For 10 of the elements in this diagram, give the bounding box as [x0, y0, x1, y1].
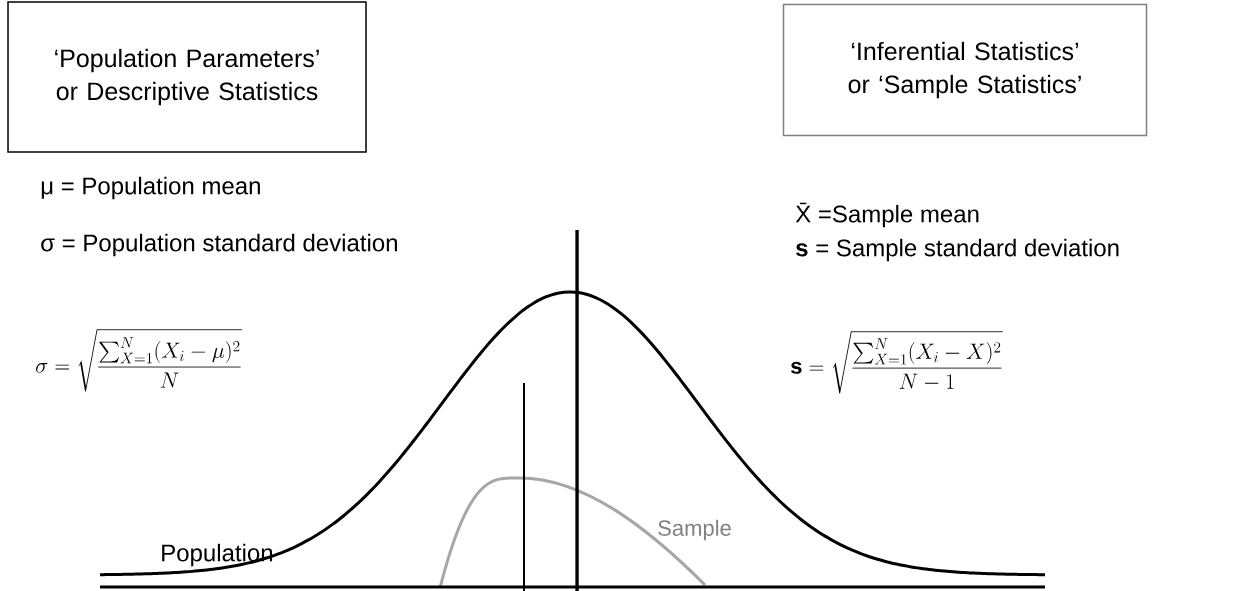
definition-text: s = Sample standard deviation — [796, 238, 1119, 262]
definition-text: σ = Population standard deviation — [41, 233, 397, 257]
curve-label: Population — [162, 543, 273, 567]
formula: $\mathbf{s} = \sqrt{\frac{\sum_{X=1}^{N}(X_i-X)^2}{N-1}}$ — [791, 331, 1003, 394]
formula: $\sigma = \sqrt{\frac{\sum_{X=1}^{N}(X_i-\mu)^2}{N}}$ — [36, 329, 242, 392]
title-box: ‘Population Parameters’ or Descriptive Statistics — [7, 1, 367, 153]
definition-text: X̄ =Sample mean — [795, 202, 979, 228]
title-box: ‘Inferential Statistics’ or ‘Sample Statistics’ — [782, 3, 1148, 137]
definition-text: μ = Population mean — [41, 176, 260, 200]
curve-label: Sample — [658, 519, 731, 541]
